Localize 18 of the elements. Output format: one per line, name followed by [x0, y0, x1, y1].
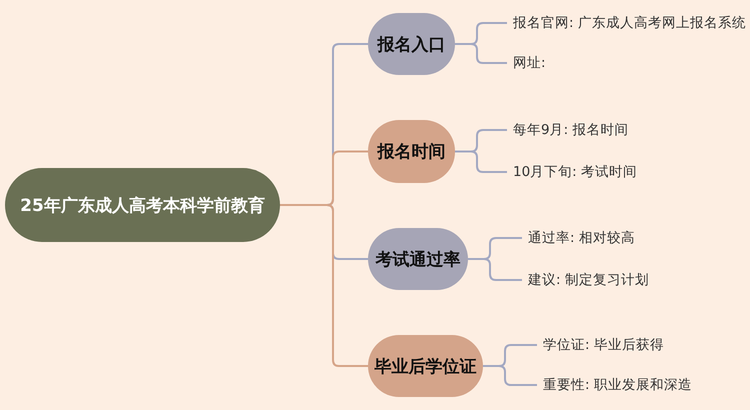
connector-line: [455, 43, 507, 64]
leaf-text: 重要性: 职业发展和深造: [543, 374, 733, 396]
root-node: 25年广东成人高考本科学前教育: [5, 168, 280, 242]
connector-line: [483, 365, 537, 386]
connector-line: [455, 150, 507, 173]
connector-line: [280, 204, 368, 367]
leaf-text: 网址:: [513, 52, 573, 74]
topic-node: 报名时间: [368, 120, 455, 183]
leaf-text: 报名官网: 广东成人高考网上报名系统: [513, 12, 743, 34]
topic-node: 考试通过率: [368, 228, 468, 290]
leaf-text: 学位证: 毕业后获得: [543, 334, 713, 356]
leaf-text: 建议: 制定复习计划: [528, 269, 688, 291]
connector-line: [468, 258, 522, 281]
leaf-text: 通过率: 相对较高: [528, 227, 688, 249]
topic-node: 毕业后学位证: [368, 335, 483, 397]
leaf-text: 每年9月: 报名时间: [513, 119, 673, 141]
topic-node: 报名入口: [368, 13, 455, 75]
leaf-text: 10月下旬: 考试时间: [513, 161, 673, 183]
